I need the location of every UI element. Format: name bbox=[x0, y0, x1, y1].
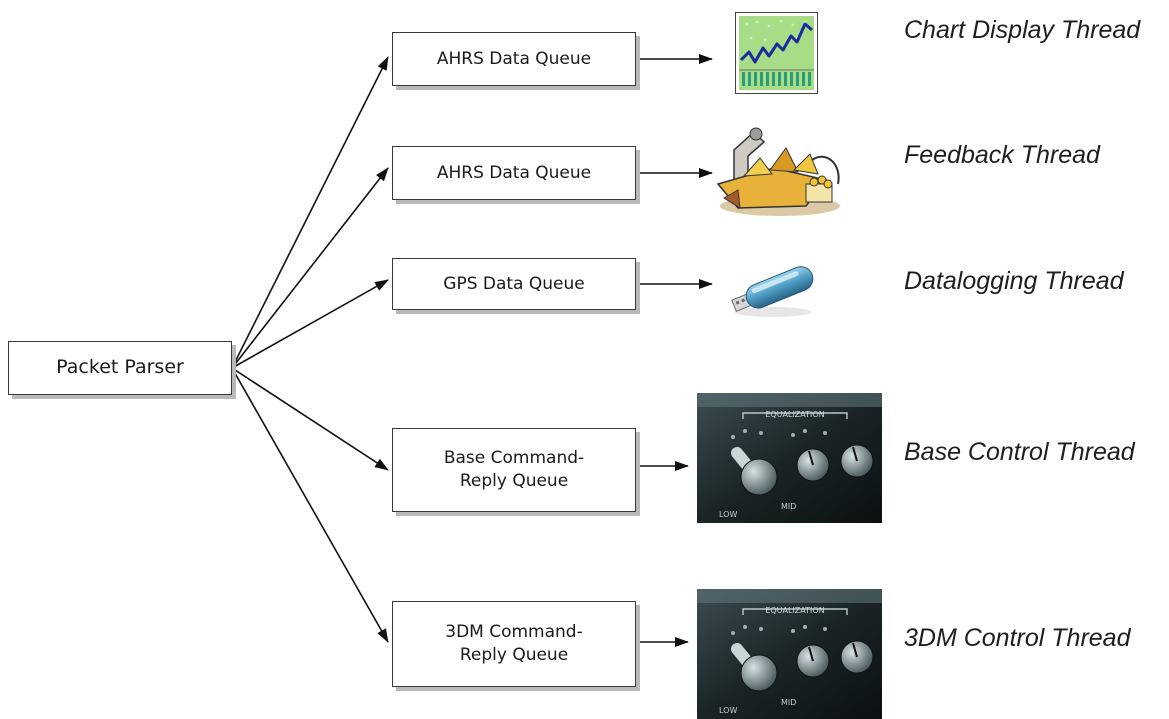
arrow-parser-to-3dm-queue bbox=[231, 367, 389, 643]
queue-label: GPS Data Queue bbox=[443, 273, 585, 294]
gps-data-queue-box: GPS Data Queue bbox=[392, 258, 636, 310]
3dm-command-reply-queue-box: 3DM Command- Reply Queue bbox=[392, 601, 636, 687]
chart-icon bbox=[735, 12, 818, 94]
3dm-control-thread-label: 3DM Control Thread bbox=[904, 624, 1131, 652]
mid-label: MID bbox=[781, 502, 796, 511]
base-command-reply-queue-box: Base Command- Reply Queue bbox=[392, 428, 636, 512]
low-label: LOW bbox=[719, 706, 737, 715]
packet-parser-label: Packet Parser bbox=[56, 356, 184, 379]
arrow-parser-to-base-queue bbox=[231, 367, 389, 471]
queue-label: AHRS Data Queue bbox=[436, 48, 592, 69]
equalizer-title: EQUALIZATION bbox=[765, 410, 824, 419]
equalizer-knobs-icon: EQUALIZATION LOW MID bbox=[697, 589, 882, 719]
datalogging-thread-label: Datalogging Thread bbox=[904, 267, 1124, 295]
arrow-parser-to-ahrs-queue-2 bbox=[231, 167, 389, 369]
packet-parser-box: Packet Parser bbox=[8, 341, 232, 395]
feedback-thread-label: Feedback Thread bbox=[904, 141, 1100, 169]
queue-label: 3DM Command- Reply Queue bbox=[445, 622, 583, 665]
low-label: LOW bbox=[719, 510, 737, 519]
ahrs-data-queue-box: AHRS Data Queue bbox=[392, 146, 636, 200]
mid-label: MID bbox=[781, 698, 796, 707]
arrow-parser-to-gps-queue bbox=[231, 279, 389, 369]
equalizer-knobs-icon: EQUALIZATION LOW MID bbox=[697, 393, 882, 523]
queue-label: AHRS Data Queue bbox=[436, 162, 592, 183]
base-control-thread-label: Base Control Thread bbox=[904, 438, 1135, 466]
equalizer-title: EQUALIZATION bbox=[765, 606, 824, 615]
chart-display-thread-label: Chart Display Thread bbox=[904, 16, 1141, 44]
ahrs-data-queue-box: AHRS Data Queue bbox=[392, 32, 636, 86]
usb-drive-icon bbox=[731, 266, 814, 317]
feedback-machine-icon bbox=[716, 127, 840, 216]
queue-label: Base Command- Reply Queue bbox=[443, 448, 585, 491]
arrow-parser-to-ahrs-queue-1 bbox=[231, 56, 389, 369]
